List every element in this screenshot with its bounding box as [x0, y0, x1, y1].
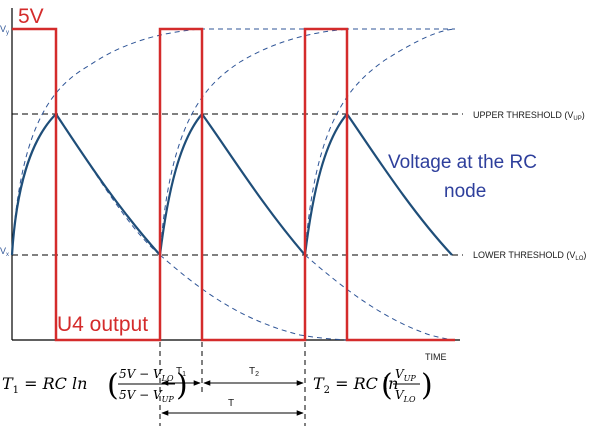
svg-text:5V − VUP: 5V − VUP [119, 388, 174, 404]
rc-node-label-line2: node [444, 181, 486, 202]
svg-text:VLO: VLO [395, 388, 416, 404]
t2-eq-paren-right: ) [421, 368, 433, 403]
five-v-label: 5V [18, 5, 44, 28]
t1-label: T1 [176, 366, 186, 378]
upper-threshold-label: UPPER THRESHOLD (VUP) [473, 110, 585, 122]
vx-label: Vx [0, 246, 9, 258]
t2-eq-paren-left: ( [381, 368, 393, 403]
rc-node-curve [10, 112, 453, 258]
u4-output-label: U4 output [57, 313, 148, 336]
t1-equation: T1 = RC ln ( 5V − VLO 5V − VUP ) [2, 367, 188, 404]
dashed-discharge-curve-2 [304, 254, 456, 341]
svg-text:5V − VLO: 5V − VLO [119, 367, 174, 383]
t-label: T [228, 398, 234, 409]
t1-eq-paren-right: ) [176, 368, 188, 403]
rc-node-label-line1: Voltage at the RC [388, 152, 537, 173]
dashed-charge-curve-3 [304, 28, 456, 256]
lower-threshold-label: LOWER THRESHOLD (VLO) [473, 250, 586, 262]
svg-text:T2 = RC ln: T2 = RC ln [313, 374, 398, 396]
dashed-discharge-curve-0 [55, 113, 161, 256]
dashed-discharge-curve-1 [159, 254, 361, 341]
t2-label: T2 [249, 366, 259, 378]
t1-eq-paren-left: ( [107, 368, 119, 403]
svg-text:T1 = RC ln: T1 = RC ln [2, 374, 87, 396]
dashed-charge-curve-2 [159, 28, 351, 256]
t2-equation: T2 = RC ln ( VUP VLO ) [313, 367, 433, 404]
svg-text:VUP: VUP [395, 367, 416, 383]
vy-label: Vy [0, 24, 9, 36]
u4-output-square-wave [12, 27, 455, 342]
time-label: TIME [425, 352, 447, 362]
timing-markers [159, 342, 306, 426]
dashed-charge-curve-1 [11, 28, 201, 256]
dashed-guide-curves [11, 28, 456, 341]
